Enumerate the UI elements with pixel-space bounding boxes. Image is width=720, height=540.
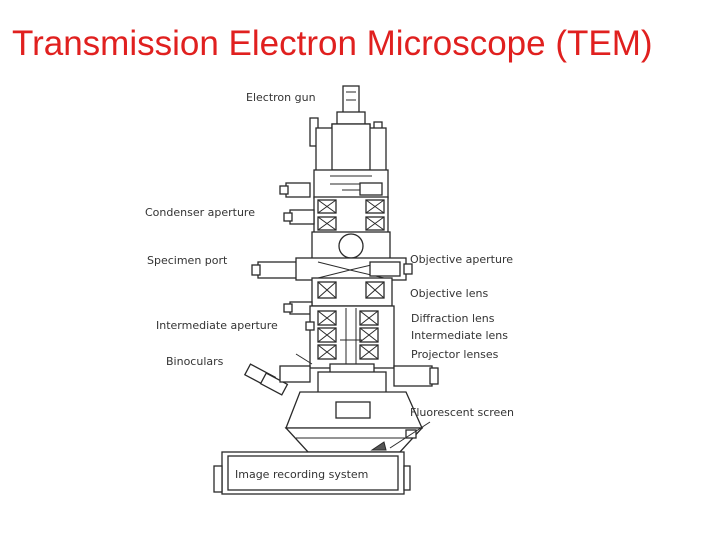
label-diffraction-lens: Diffraction lens — [411, 312, 495, 325]
leader-lines — [370, 421, 431, 451]
label-condenser-aperture: Condenser aperture — [145, 206, 255, 219]
image-recording-system — [213, 451, 411, 495]
column-body — [279, 169, 389, 199]
label-fluorescent-screen: Fluorescent screen — [410, 406, 514, 419]
lower-lens-stack — [305, 305, 439, 387]
objective-lens — [283, 277, 393, 315]
label-objective-aperture: Objective aperture — [410, 253, 513, 266]
viewing-chamber — [284, 363, 424, 453]
slide-title: Transmission Electron Microscope (TEM) — [12, 24, 653, 63]
condenser-lenses — [283, 196, 389, 234]
binoculars — [243, 353, 313, 396]
label-intermediate-lens: Intermediate lens — [411, 329, 508, 342]
diagram-labels: Electron gun Condenser aperture Specimen… — [145, 91, 514, 481]
label-objective-lens: Objective lens — [410, 287, 488, 300]
label-specimen-port: Specimen port — [147, 254, 228, 267]
electron-gun — [309, 85, 387, 173]
label-binoculars: Binoculars — [166, 355, 224, 368]
label-image-recording-system: Image recording system — [235, 468, 368, 481]
label-projector-lenses: Projector lenses — [411, 348, 499, 361]
label-intermediate-aperture: Intermediate aperture — [156, 319, 278, 332]
label-electron-gun: Electron gun — [246, 91, 316, 104]
specimen-chamber — [251, 231, 413, 281]
